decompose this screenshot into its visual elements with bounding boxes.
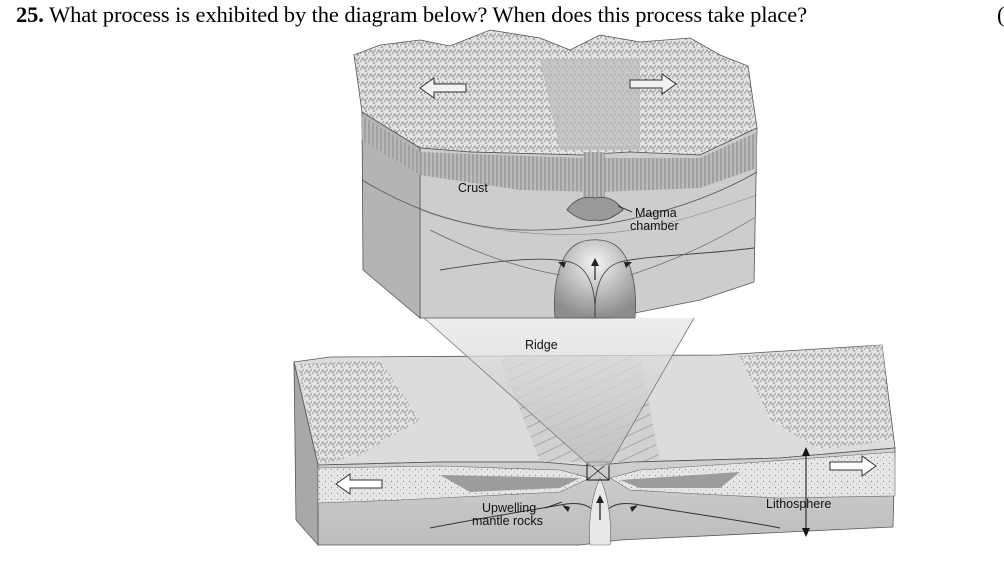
question-number: 25. [16,2,44,27]
zoom-beam [424,318,694,466]
question-body: What process is exhibited by the diagram… [48,2,807,27]
label-lithosphere: Lithosphere [766,497,831,511]
label-magma-line1: Magma [635,206,677,220]
label-crust: Crust [458,181,488,195]
question-text: 25. What process is exhibited by the dia… [16,2,807,28]
lithosphere-left [317,465,591,504]
magma-chamber [566,196,624,221]
plate-arrow-right [829,455,877,477]
surface-arrow-right [629,73,677,95]
question-cutoff-char: ( [997,2,1004,27]
plate-arrow-left [335,473,383,495]
label-upwelling-line1: Upwelling [482,501,536,515]
label-upwelling-line2: mantle rocks [472,514,543,528]
lithosphere-thickness-marker [802,447,810,537]
upper-block [353,29,758,319]
label-ridge: Ridge [525,338,558,352]
label-magma-line2: chamber [630,219,679,233]
surface-arrow-left [419,77,467,99]
